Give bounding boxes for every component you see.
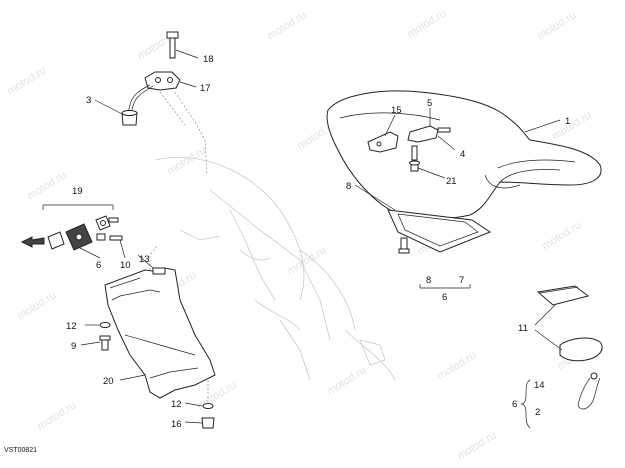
callout-20: 20 (103, 376, 114, 387)
washer-12-lower (202, 403, 214, 409)
callout-6-right: 6 (512, 399, 517, 410)
watermark-layer: motod.ru motod.ru motod.ru motod.ru moto… (5, 7, 598, 462)
watermark: motod.ru (285, 244, 328, 277)
seat-brackets (367, 125, 451, 172)
callout-2: 2 (535, 407, 540, 418)
watermark: motod.ru (195, 379, 238, 412)
watermark: motod.ru (265, 9, 308, 42)
watermark: motod.ru (325, 364, 368, 397)
rubber-block (47, 231, 65, 250)
callout-9: 9 (71, 341, 76, 352)
watermark: motod.ru (25, 169, 68, 202)
strap-roll (559, 337, 603, 362)
callout-12-lower: 12 (171, 399, 182, 410)
grommet-16 (201, 417, 215, 429)
callout-5: 5 (427, 98, 432, 109)
watermark: motod.ru (435, 349, 478, 382)
callout-17: 17 (200, 83, 211, 94)
kit-19-group (20, 204, 123, 251)
stud-4 (411, 145, 418, 161)
callout-15: 15 (391, 105, 402, 116)
watermark: motod.ru (35, 399, 78, 432)
bolt-head-18 (166, 31, 179, 39)
frame-ghost-outline (154, 157, 396, 381)
callout-7: 7 (459, 275, 464, 286)
bolt-18 (169, 35, 176, 59)
watermark: motod.ru (540, 219, 583, 252)
screw-5 (437, 127, 451, 133)
leader-lines (79, 49, 563, 424)
callout-10: 10 (120, 260, 131, 271)
watermark: motod.ru (550, 109, 593, 142)
watermark: motod.ru (5, 64, 48, 97)
screw-10 (109, 235, 123, 241)
upper-left-cable-assembly (121, 31, 208, 176)
callout-12-upper: 12 (66, 321, 77, 332)
nut-10 (96, 233, 106, 241)
callout-1: 1 (565, 116, 570, 127)
callout-3: 3 (86, 95, 91, 106)
watermark: motod.ru (405, 7, 448, 40)
watermark: motod.ru (535, 9, 578, 42)
callout-4: 4 (460, 149, 465, 160)
callout-14: 14 (534, 380, 545, 391)
bracket-15 (367, 131, 399, 153)
watermark: motod.ru (15, 289, 58, 322)
accessories-11 (536, 285, 603, 410)
callout-21: 21 (446, 176, 457, 187)
callout-16: 16 (171, 419, 182, 430)
screw (108, 217, 119, 223)
watermark: motod.ru (455, 429, 498, 462)
clamp-17 (144, 71, 181, 91)
direction-arrow (20, 236, 45, 248)
callout-8-seat: 8 (346, 181, 351, 192)
callout-6-group: 6 (442, 292, 447, 303)
callout-19: 19 (72, 186, 83, 197)
group-brackets (419, 284, 531, 429)
reference-code: VST00821 (4, 447, 37, 454)
callout-8-group: 8 (426, 275, 431, 286)
callout-11: 11 (518, 323, 528, 334)
callout-18: 18 (203, 54, 214, 65)
pouch (536, 285, 590, 306)
watermark: motod.ru (165, 144, 208, 177)
callout-13: 13 (139, 254, 150, 265)
fasteners-9-12 (99, 322, 215, 429)
storage-tray-7 (387, 209, 492, 254)
callout-labels: 18 17 3 19 6 10 13 12 9 20 12 16 1 5 15 … (66, 54, 570, 430)
callout-6-kit: 6 (96, 260, 101, 271)
